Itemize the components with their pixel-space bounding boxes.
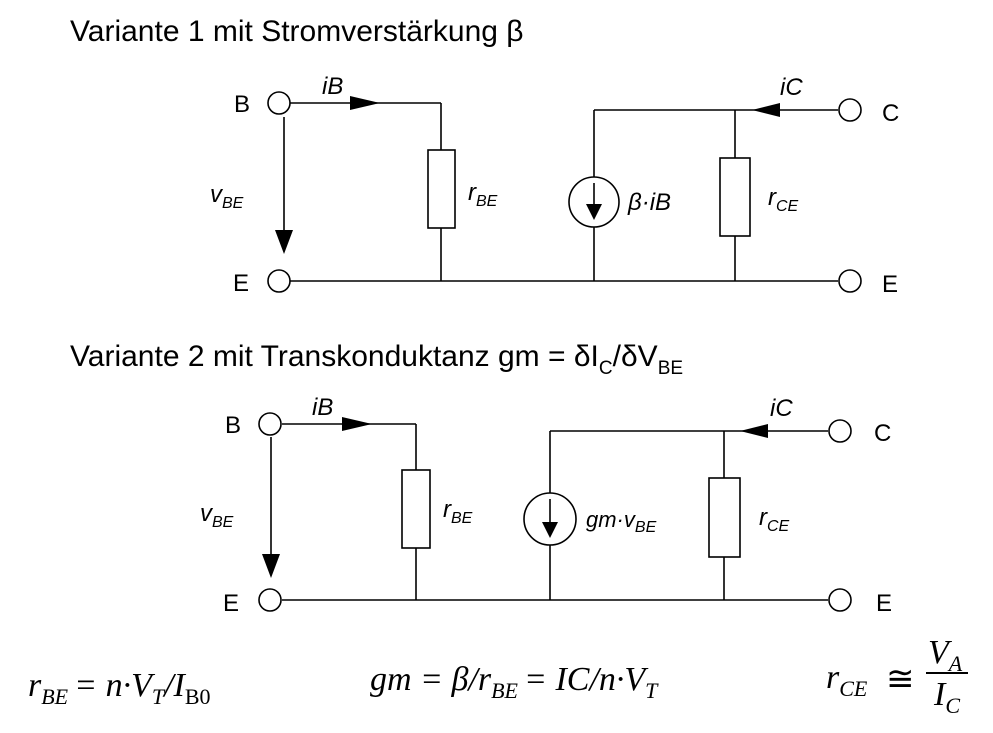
variant2-terminal-e-right xyxy=(828,588,852,612)
variant2-label-source: gm·vBE xyxy=(586,507,657,536)
variant1-ib-arrow xyxy=(350,96,380,110)
formula-rce-lhs-text: rCE xyxy=(826,659,868,701)
variant2-title-sub2: BE xyxy=(658,358,683,379)
variant1-source-arrow xyxy=(586,204,602,220)
variant1-label-ic: iC xyxy=(780,74,803,101)
variant2-terminal-e-left xyxy=(258,588,282,612)
formula-rce-den-sub: C xyxy=(945,693,960,718)
variant2-circuit: B E C E iB iC vBE rBE rCE gm·vBE xyxy=(200,394,892,617)
variant2-label-e-left: E xyxy=(223,590,239,617)
variant1-label-vbe: vBE xyxy=(210,181,244,212)
variant1-circuit: B E C E iB iC vBE rBE rCE β·iB xyxy=(210,73,899,298)
formula-rce-lhs: r xyxy=(826,659,840,696)
formula-rce-num-sub: A xyxy=(947,651,963,676)
formula-rbe: rBE= n·VT/IB0 xyxy=(28,667,211,709)
formula-rbe-rhs-sub2: B0 xyxy=(185,684,211,709)
variant2-label-e-right: E xyxy=(876,590,892,617)
formula-gm-rhs-sub: T xyxy=(645,678,659,703)
formula-rbe-lhs-sub: BE xyxy=(41,684,68,709)
variant2-label-rbe: rBE xyxy=(443,496,473,527)
formula-rbe-slash: /I xyxy=(162,667,186,704)
variant1-terminal-b xyxy=(267,91,291,115)
variant1-rce-sub: CE xyxy=(776,198,799,215)
formula-gm-lhs-sub: BE xyxy=(491,678,518,703)
variant1-label-e-right: E xyxy=(882,271,898,298)
variant2-rce-resistor xyxy=(708,477,741,558)
variant2-terminal-c xyxy=(828,419,852,443)
formula-rce-numerator: VA xyxy=(928,634,963,676)
variant1-label-ib: iB xyxy=(322,73,343,100)
variant2-ic-arrow xyxy=(740,424,768,438)
variant1-terminal-e-left xyxy=(267,269,291,293)
variant2-label-c: C xyxy=(874,420,891,447)
variant2-vbe-arrow xyxy=(262,554,280,578)
formula-gm-rhs: = IC/n·V xyxy=(524,661,649,698)
variant1-terminal-c xyxy=(838,98,862,122)
formula-rce-denominator: IC xyxy=(933,676,960,718)
formula-rbe-rhs: = n·V xyxy=(74,667,156,704)
variant1-label-c: C xyxy=(882,100,899,127)
formula-rce-approx: ≅ xyxy=(886,661,915,698)
variant2-label-rce: rCE xyxy=(759,504,790,535)
variant1-label-rbe: rBE xyxy=(468,179,498,210)
variant2-source-sub: BE xyxy=(635,519,657,536)
variant2-rce-main: r xyxy=(759,504,768,531)
variant2-label-vbe: vBE xyxy=(200,500,234,531)
variant2-title: Variante 2 mit Transkonduktanz gm = δIC/… xyxy=(70,340,683,379)
variant2-title-mid: /δV xyxy=(613,340,658,373)
variant2-vbe-sub: BE xyxy=(212,514,234,531)
variant1-title: Variante 1 mit Stromverstärkung β xyxy=(70,15,524,48)
variant2-title-main: Variante 2 mit Transkonduktanz gm = δI xyxy=(70,340,599,373)
formula-gm: gm = β/rBE= IC/n·VT xyxy=(370,661,659,703)
variant2-rbe-sub: BE xyxy=(451,510,473,527)
formula-rbe-lhs: r xyxy=(28,667,42,704)
variant1-rce-main: r xyxy=(768,184,777,211)
variant1-rbe-main: r xyxy=(468,179,477,206)
variant1-ic-arrow xyxy=(752,103,780,117)
variant2-ib-arrow xyxy=(342,417,372,431)
variant2-label-b: B xyxy=(225,412,241,439)
formula-rbe-rhs-sub1: T xyxy=(152,684,166,709)
formula-gm-lhs: gm = β/r xyxy=(370,661,492,698)
formula-rce-den: I xyxy=(933,676,947,713)
variant2-rbe-resistor xyxy=(401,469,431,549)
variant2-source-arrow xyxy=(542,522,558,538)
variant2-rbe-main: r xyxy=(443,496,452,523)
variant1-rce-resistor xyxy=(719,157,751,237)
variant2-terminal-b xyxy=(258,412,282,436)
variant2-vbe-main: v xyxy=(200,500,214,527)
variant1-vbe-main: v xyxy=(210,181,224,208)
formula-rce: rCE ≅ VA IC xyxy=(826,634,968,718)
variant1-vbe-arrow xyxy=(275,230,293,254)
variant1-vbe-sub: BE xyxy=(222,195,244,212)
variant1-label-source: β·iB xyxy=(627,189,671,216)
variant2-label-ic: iC xyxy=(770,395,793,422)
variant1-label-rce: rCE xyxy=(768,184,799,215)
variant1-terminal-e-right xyxy=(838,269,862,293)
variant1-rbe-resistor xyxy=(427,149,456,229)
formula-rce-lhs-sub: CE xyxy=(839,676,868,701)
variant1-label-e-left: E xyxy=(233,270,249,297)
variant1-label-b: B xyxy=(234,91,250,118)
variant1-rbe-sub: BE xyxy=(476,193,498,210)
variant2-rce-sub: CE xyxy=(767,518,790,535)
variant2-title-sub1: C xyxy=(599,358,613,379)
variant2-source-main: gm·v xyxy=(586,507,637,532)
variant2-label-ib: iB xyxy=(312,394,333,421)
